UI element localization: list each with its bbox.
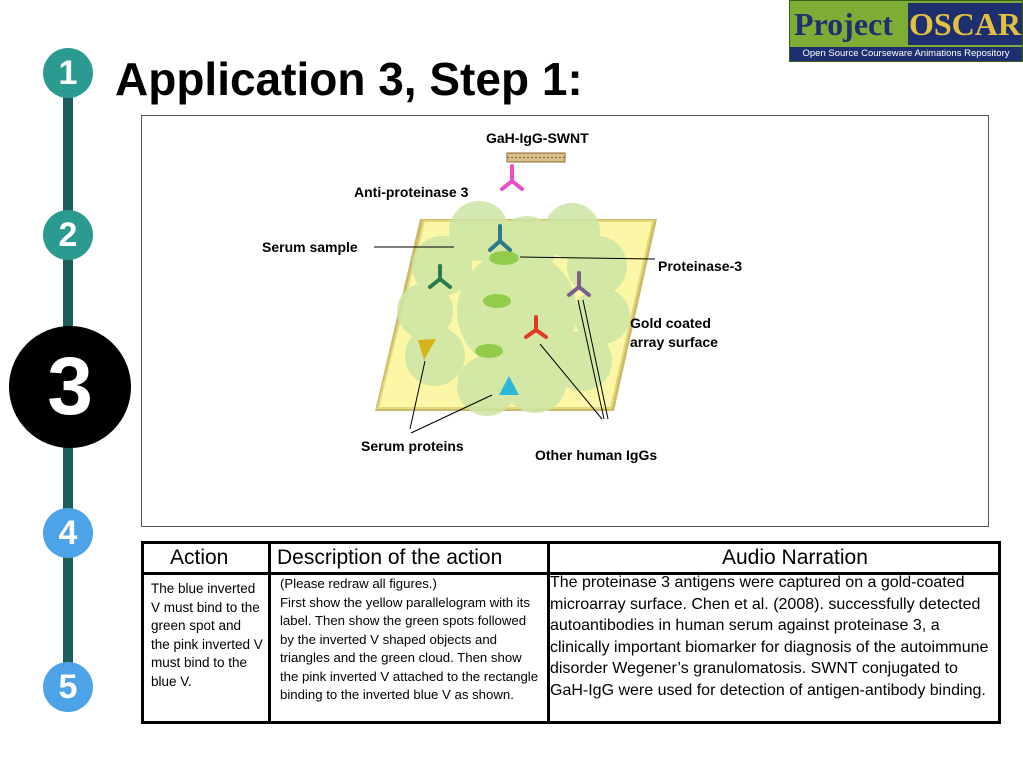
green-spot-3 [475,344,503,358]
cyan-triangle [499,376,519,395]
action-text: The blue inverted V must bind to the gre… [151,581,263,689]
label-gold-coated: Gold coated [630,315,711,331]
cell-action: The blue inverted V must bind to the gre… [151,580,263,691]
step-5-badge[interactable]: 5 [43,662,93,712]
project-oscar-logo[interactable]: Project OSCAR Open Source Courseware Ani… [789,0,1023,62]
label-gah-igg-swnt: GaH-IgG-SWNT [486,130,589,146]
yellow-triangle [418,339,436,360]
swnt-rectangle [506,152,566,163]
elisa-diagram: GaH-IgG-SWNT Anti-proteinase 3 Serum sam… [262,130,742,463]
step-1-badge[interactable]: 1 [43,48,93,98]
pink-antibody [500,164,524,191]
serum-cloud [397,201,630,416]
step-3-badge-active[interactable]: 3 [9,326,131,448]
description-text: First show the yellow parallelogram with… [280,594,539,703]
column-divider-2 [547,544,550,721]
logo-word-oscar: OSCAR [908,3,1022,45]
column-divider-1 [268,544,271,721]
header-action: Action [170,546,229,569]
audio-narration-text: The proteinase 3 antigens were captured … [550,574,989,699]
green-spot-2 [483,294,511,308]
header-description: Description of the action [277,546,503,569]
purple-antibody [567,271,591,297]
step-2-badge[interactable]: 2 [43,210,93,260]
header-audio-narration: Audio Narration [722,546,868,569]
logo-word-project: Project [794,6,893,42]
description-note: (Please redraw all figures.) [280,576,437,591]
leader-lines [374,246,656,434]
label-serum-sample: Serum sample [262,239,358,255]
green-antibody [428,264,452,289]
green-spot-1 [489,251,519,265]
label-anti-proteinase-3: Anti-proteinase 3 [354,184,469,200]
label-serum-proteins: Serum proteins [361,438,464,454]
cell-description: (Please redraw all figures.) First show … [280,575,542,705]
red-antibody [524,315,548,339]
blue-antibody [488,224,512,252]
diagram-frame: GaH-IgG-SWNT Anti-proteinase 3 Serum sam… [141,115,989,527]
step-4-badge[interactable]: 4 [43,508,93,558]
label-proteinase-3: Proteinase-3 [658,258,742,274]
logo-subtitle: Open Source Courseware Animations Reposi… [790,47,1022,61]
storyboard-table: Action Description of the action Audio N… [141,541,1001,724]
page-title: Application 3, Step 1: [115,53,583,105]
label-other-human-iggs: Other human IgGs [535,447,657,463]
label-array-surface: array surface [630,334,718,350]
header-divider [144,572,998,575]
cell-audio-narration: The proteinase 3 antigens were captured … [550,572,990,701]
